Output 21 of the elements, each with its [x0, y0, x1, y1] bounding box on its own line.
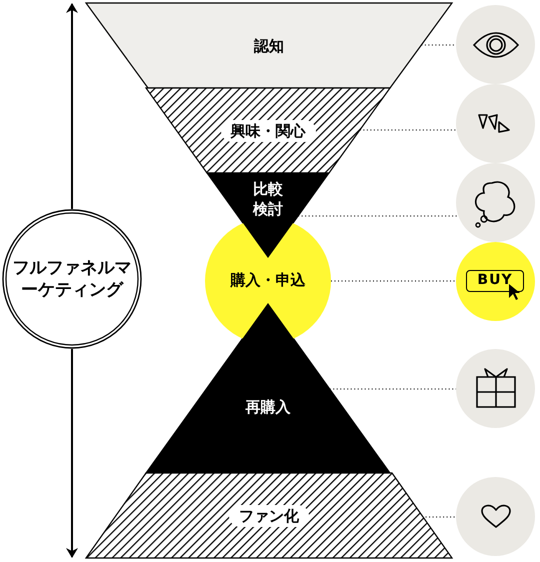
- leader-line: [330, 280, 456, 282]
- funnel-segment: [146, 88, 390, 173]
- title-label: フルファネルマーケティング: [12, 257, 132, 301]
- arrow: [66, 349, 78, 558]
- icon-circle: [456, 477, 535, 556]
- stage-label: 比較検討: [252, 179, 284, 219]
- icon-circle: [456, 349, 535, 428]
- icon-circle: [456, 163, 535, 242]
- pyramid-segment: [86, 473, 452, 558]
- icon-circle: [456, 84, 535, 163]
- stage-label: 認知: [254, 36, 284, 56]
- funnel-segment: [86, 3, 452, 88]
- stage-label: 再購入: [246, 397, 290, 417]
- stage-label: 興味・関心: [220, 120, 316, 142]
- title-circle: [2, 209, 142, 349]
- arrow: [66, 3, 78, 209]
- icon-circle: [456, 242, 535, 321]
- stage-label: ファン化: [229, 505, 309, 527]
- icon-circle: [456, 5, 535, 84]
- stage-label: 購入・申込: [230, 270, 306, 290]
- buy-button: BUY: [466, 270, 524, 292]
